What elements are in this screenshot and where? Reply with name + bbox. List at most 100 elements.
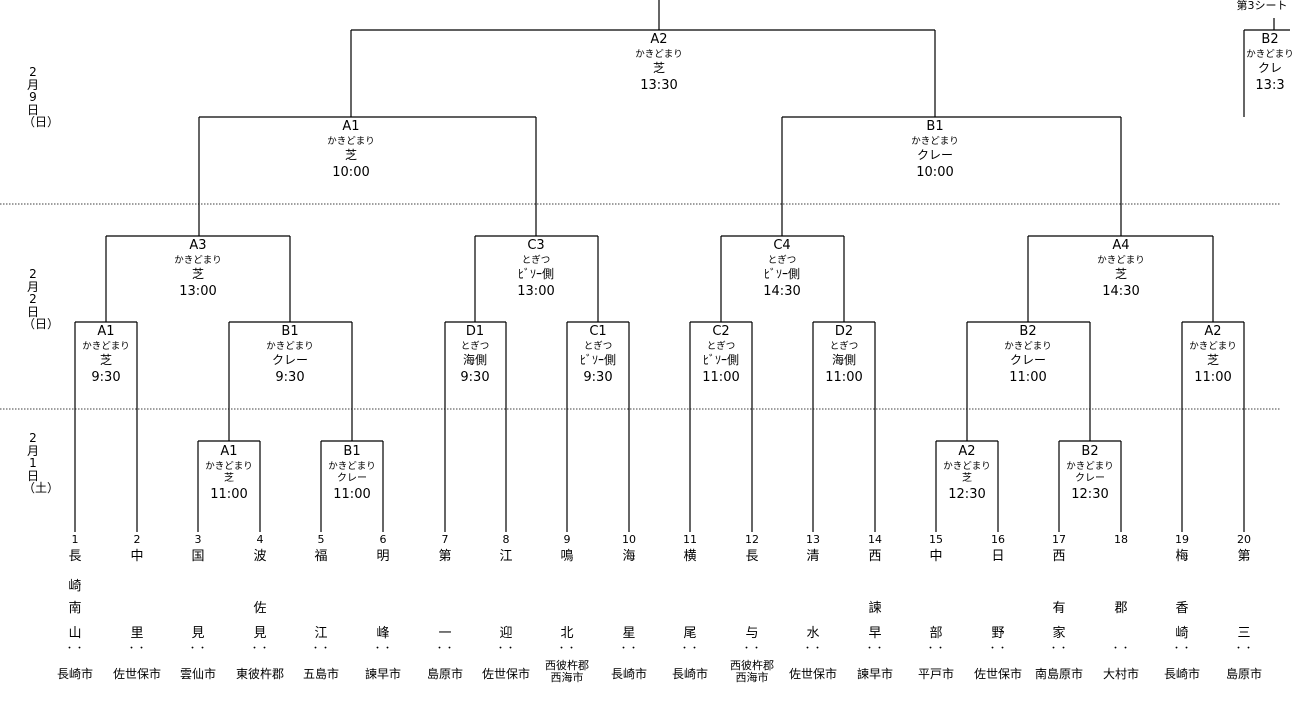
team-name-char: 部 (929, 626, 943, 641)
team-city: 島原市 (426, 667, 464, 681)
match-venue: かきどまり (1097, 255, 1145, 266)
date-label-line: 月 (26, 77, 39, 92)
team-name-char: 与 (745, 626, 759, 641)
team-colon: ・・ (187, 644, 209, 654)
team-colon: ・・ (556, 644, 578, 654)
team-name-char: 江 (314, 626, 328, 641)
match-code: A2 (1204, 324, 1222, 339)
match-time: 11:00 (1009, 370, 1047, 385)
team-number: 1 (71, 533, 79, 546)
team-name-char: 野 (991, 626, 1005, 641)
date-label-line: 日 (26, 102, 39, 117)
match-court: クレー (1009, 353, 1047, 367)
team-city: 南島原市 (1034, 667, 1084, 681)
team-number: 15 (929, 533, 943, 546)
match-court: クレー (916, 148, 954, 162)
match-court: クレ (1257, 61, 1283, 75)
match-court: 芝 (344, 148, 358, 162)
match-code: D2 (834, 324, 854, 339)
team-city: 五島市 (302, 667, 340, 681)
date-label-line: 1 (29, 456, 37, 471)
match-court: ﾋﾞｿｰ側 (579, 353, 617, 367)
match-venue: かきどまり (911, 136, 959, 147)
team-name-char: 里 (130, 626, 144, 641)
team-city: 佐世保市 (788, 667, 838, 681)
match-court: 芝 (652, 61, 666, 75)
team-name-char: 崎 (68, 579, 82, 594)
team-name-char: 長 (68, 549, 82, 564)
team-name-char: 諫 (868, 601, 882, 616)
match-code: D1 (465, 324, 485, 339)
team-name-char: 中 (130, 549, 144, 564)
match-venue: かきどまり (635, 49, 683, 60)
team-colon: ・・ (987, 644, 1009, 654)
match-venue: かきどまり (1246, 49, 1294, 60)
date-label-line: 月 (26, 443, 39, 458)
team-name-char: 第 (1237, 549, 1251, 564)
match-court: 芝 (191, 267, 205, 281)
team-number: 13 (806, 533, 820, 546)
date-label-line: 日 (26, 468, 39, 483)
team-city: 諫早市 (856, 667, 894, 681)
team-name-char: 日 (991, 549, 1005, 564)
team-number: 19 (1175, 533, 1189, 546)
team-colon: ・・ (126, 644, 148, 654)
team-name-char: 星 (622, 626, 636, 641)
match-time: 9:30 (583, 370, 613, 385)
date-label-line: 2 (29, 267, 37, 281)
team-city: 諫早市 (364, 667, 402, 681)
match-venue: とぎつ (767, 255, 797, 266)
match-code: A4 (1112, 238, 1130, 253)
match-code: B2 (1019, 324, 1037, 339)
team-number: 20 (1237, 533, 1251, 546)
team-name-char: 佐 (253, 601, 267, 616)
match-time: 9:30 (91, 370, 121, 385)
team-colon: ・・ (864, 644, 886, 654)
team-name-char: 見 (253, 626, 267, 641)
match-time: 11:00 (1194, 370, 1232, 385)
team-name-char: 香 (1175, 601, 1189, 616)
match-court: 芝 (224, 473, 234, 484)
match-venue: とぎつ (829, 341, 859, 352)
match-code: B1 (926, 119, 944, 134)
team-number: 17 (1052, 533, 1066, 546)
match-court: クレー (271, 353, 309, 367)
team-name-char: 見 (191, 626, 205, 641)
team-number: 8 (502, 533, 510, 546)
team-number: 18 (1114, 533, 1128, 546)
match-venue: かきどまり (82, 341, 130, 352)
match-code: A1 (220, 444, 238, 459)
team-colon: ・・ (249, 644, 271, 654)
match-code: B1 (343, 444, 361, 459)
team-colon: ・・ (372, 644, 394, 654)
date-label-line: 2 (29, 431, 37, 445)
match-code: B2 (1261, 32, 1279, 47)
team-colon: ・・ (802, 644, 824, 654)
match-time: 12:30 (948, 487, 986, 502)
team-colon: ・・ (495, 644, 517, 654)
team-name-char: 一 (438, 626, 452, 641)
match-court: 海側 (462, 353, 488, 367)
match-venue: かきどまり (328, 461, 376, 472)
match-venue: かきどまり (1004, 341, 1052, 352)
match-court: ﾋﾞｿｰ側 (702, 353, 740, 367)
team-city: 長崎市 (56, 667, 94, 681)
team-name-char: 水 (806, 626, 820, 641)
team-name-char: 明 (376, 549, 390, 564)
team-name-char: 西 (1052, 549, 1066, 564)
date-label-line: （土） (23, 481, 60, 496)
seed-label: 第3シート (1236, 0, 1288, 12)
match-court: クレー (337, 473, 367, 484)
match-time: 13:30 (640, 78, 678, 93)
team-city: 島原市 (1225, 667, 1263, 681)
match-time: 13:00 (517, 284, 555, 299)
team-number: 9 (563, 533, 571, 546)
match-code: A1 (342, 119, 360, 134)
match-venue: かきどまり (943, 461, 991, 472)
team-name-char: 横 (683, 549, 697, 564)
team-name-char: 第 (438, 549, 452, 564)
team-number: 12 (745, 533, 759, 546)
team-name-char: 清 (806, 549, 820, 564)
team-city: 長崎市 (671, 667, 709, 681)
